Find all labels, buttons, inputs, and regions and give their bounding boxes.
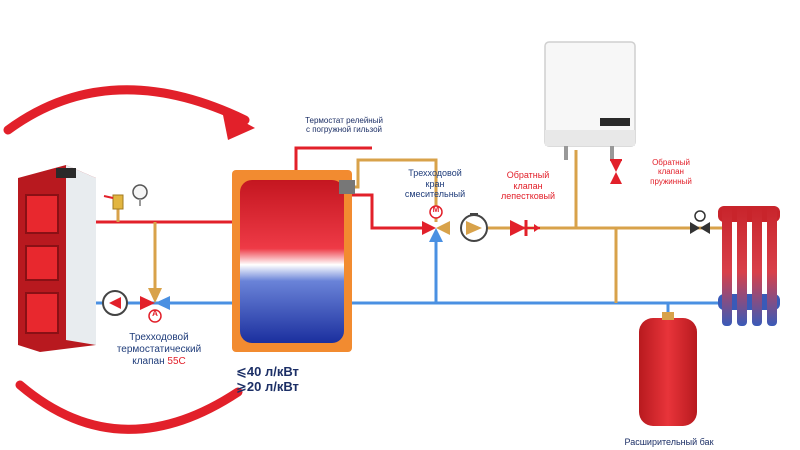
heating-circulation-pump bbox=[460, 213, 488, 242]
boiler-circulation-pump bbox=[102, 290, 128, 316]
thermostat-label-line1: Термостат релейный bbox=[305, 116, 383, 125]
thermostatic-valve bbox=[140, 288, 170, 323]
return-line bbox=[94, 238, 722, 318]
mixing-valve-label-line1: Трехходовой bbox=[408, 168, 462, 178]
solid-fuel-boiler bbox=[18, 165, 96, 352]
circulation-arc-bottom bbox=[15, 380, 243, 434]
spring-check-valve-label: Обратный клапан пружинный bbox=[632, 158, 710, 186]
flap-check-valve-label: Обратный клапан лепестковый bbox=[488, 170, 568, 202]
thermostatic-valve-label: Трехходовой термостатический клапан 55C bbox=[96, 332, 222, 367]
expansion-tank-label: Расширительный бак bbox=[624, 437, 714, 447]
buffer-tank bbox=[232, 170, 355, 352]
thermostat-label-line2: с погружной гильзой bbox=[306, 125, 382, 135]
spring-check-valve-label-line2: клапан bbox=[658, 167, 684, 177]
mixing-valve-label-line2: кран bbox=[425, 178, 445, 189]
flap-check-valve bbox=[510, 220, 540, 236]
mixing-valve bbox=[422, 205, 450, 242]
wall-gas-boiler bbox=[544, 41, 636, 160]
flap-check-valve-label-line1: Обратный bbox=[506, 170, 550, 180]
circulation-arrow-head-top bbox=[222, 110, 255, 140]
circulation-arc-top bbox=[3, 85, 250, 135]
thermostatic-valve-label-line3: клапан 55C bbox=[96, 356, 222, 368]
capacity-min: ⩾20 л/кВт bbox=[236, 379, 299, 395]
spring-check-valve-label-line1: Обратный bbox=[652, 158, 690, 167]
capacity-label: ⩽40 л/кВт ⩾20 л/кВт bbox=[236, 364, 342, 395]
mixing-valve-label-line3: смесительный bbox=[404, 189, 466, 200]
spring-check-valve bbox=[610, 159, 622, 184]
safety-group bbox=[103, 184, 148, 210]
thermostat-label: Термостат релейный с погружной гильзой bbox=[280, 116, 408, 135]
thermostatic-valve-label-prefix: клапан bbox=[132, 355, 168, 367]
radiator bbox=[718, 206, 780, 326]
expansion-tank bbox=[639, 312, 697, 426]
flap-check-valve-label-line2: клапан bbox=[513, 180, 543, 191]
capacity-max: ⩽40 л/кВт bbox=[236, 364, 299, 379]
spring-check-valve-label-line3: пружинный bbox=[650, 176, 692, 186]
radiator-valve bbox=[690, 210, 710, 234]
thermo-valve-marker: A bbox=[152, 309, 158, 318]
thermostatic-valve-model: 55C bbox=[167, 355, 186, 367]
flap-check-valve-label-line3: лепестковый bbox=[500, 191, 556, 202]
thermostatic-valve-label-line2: термостатический bbox=[116, 343, 202, 355]
thermostatic-valve-label-line1: Трехходовой bbox=[129, 332, 189, 343]
mixing-valve-marker: M bbox=[432, 205, 440, 214]
mixing-valve-label: Трехходовой кран смесительный bbox=[384, 168, 486, 200]
